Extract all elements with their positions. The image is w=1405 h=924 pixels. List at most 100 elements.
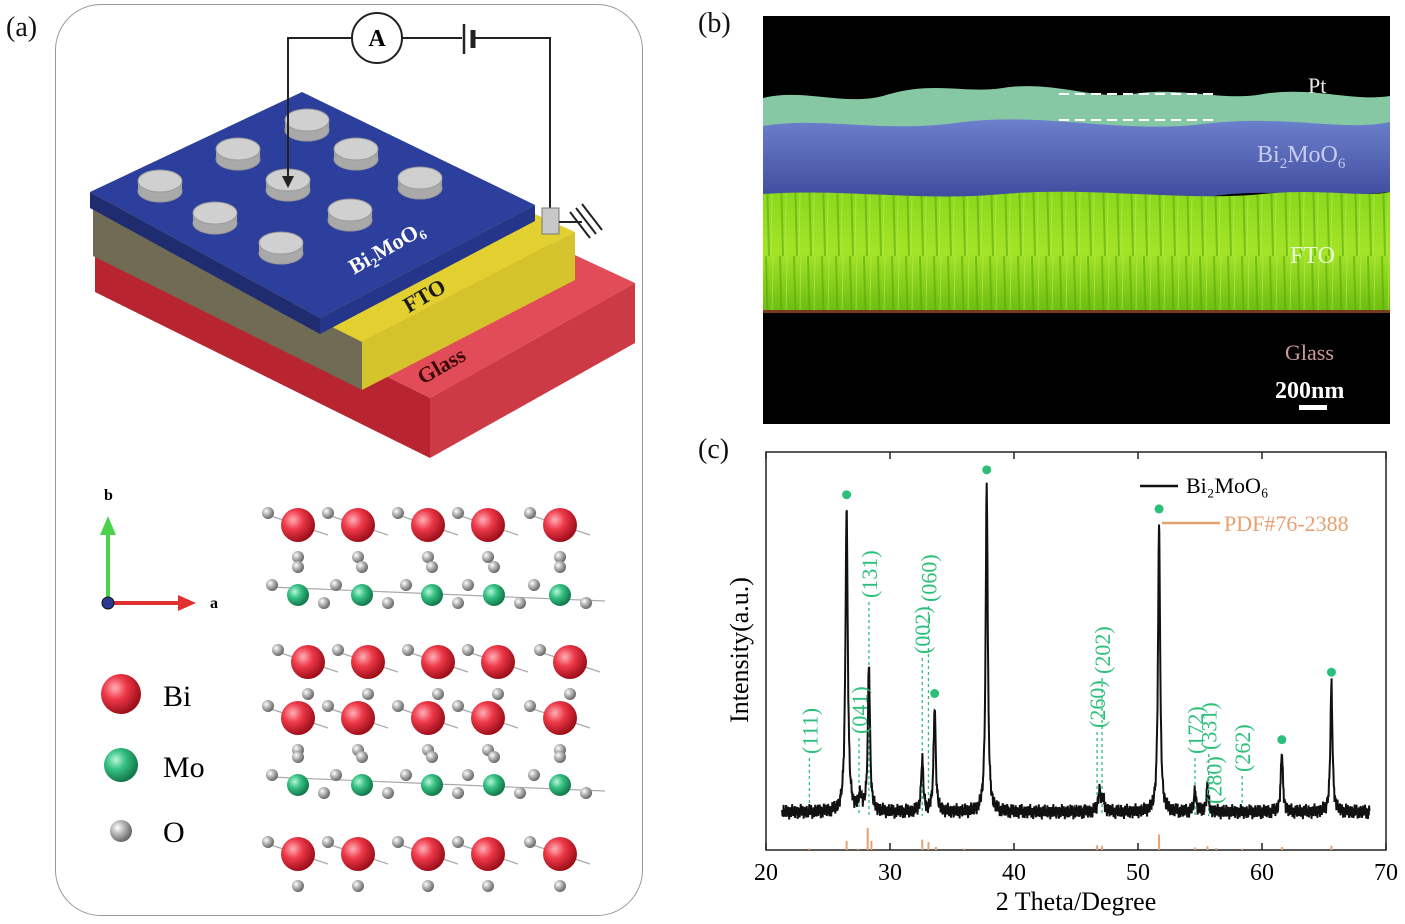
hkl-label: (172) bbox=[1183, 706, 1208, 754]
o-atom bbox=[462, 579, 474, 591]
o-atom bbox=[272, 644, 284, 656]
bi-atom bbox=[471, 837, 505, 871]
o-atom bbox=[580, 597, 592, 609]
hkl-label: (280) bbox=[1202, 756, 1227, 804]
bimoo-side bbox=[320, 205, 535, 334]
bi-atom bbox=[341, 837, 375, 871]
o-atom bbox=[488, 561, 500, 573]
o-atom bbox=[452, 507, 464, 519]
o-atom-icon bbox=[110, 820, 132, 842]
o-atom bbox=[382, 597, 394, 609]
o-atom bbox=[524, 700, 536, 712]
hkl-annotations: (111)(041)(131)(002)(060)(260)(202)(172)… bbox=[797, 550, 1255, 804]
x-tick-label: 40 bbox=[1002, 860, 1026, 886]
o-atom bbox=[554, 561, 566, 573]
bi-atom bbox=[281, 837, 315, 871]
o-atom bbox=[488, 751, 500, 763]
o-atom bbox=[534, 644, 546, 656]
o-atom bbox=[432, 688, 444, 700]
fto-front bbox=[93, 208, 362, 390]
peak-dot bbox=[1154, 504, 1164, 514]
mo-atom bbox=[549, 584, 571, 606]
bi-atom bbox=[411, 701, 445, 735]
sem-glass-label: Glass bbox=[1285, 340, 1334, 365]
peak-dot bbox=[982, 465, 992, 475]
o-atom bbox=[554, 751, 566, 763]
bi-atom bbox=[281, 508, 315, 542]
probe-arrow bbox=[282, 176, 294, 188]
o-atom bbox=[400, 579, 412, 591]
o-atom bbox=[452, 836, 464, 848]
o-atom bbox=[426, 561, 438, 573]
o-atom bbox=[392, 836, 404, 848]
x-tick-label: 30 bbox=[878, 860, 902, 886]
bimoo-front bbox=[90, 192, 320, 334]
o-atom bbox=[462, 769, 474, 781]
o-atom bbox=[322, 836, 334, 848]
bi-atom bbox=[291, 645, 325, 679]
legend-ref-label: PDF#76-2388 bbox=[1224, 511, 1349, 536]
bi-atom bbox=[411, 508, 445, 542]
o-atom bbox=[262, 700, 274, 712]
hkl-label: (262) bbox=[1230, 724, 1255, 772]
o-atom bbox=[422, 551, 434, 563]
bi-atom bbox=[341, 701, 375, 735]
peak-dot bbox=[1326, 667, 1336, 677]
bi-atom bbox=[351, 645, 385, 679]
hkl-label: (060) bbox=[916, 554, 941, 602]
peak-markers bbox=[842, 465, 1336, 745]
sem-image: Pt Bi2MoO6 FTO Glass 200nm bbox=[763, 16, 1390, 424]
bi-atom bbox=[471, 701, 505, 735]
y-axis-label: Intensity(a.u.) bbox=[725, 577, 754, 723]
device-schematic-panel bbox=[55, 4, 643, 916]
o-atom bbox=[356, 561, 368, 573]
mo-atom bbox=[287, 584, 309, 606]
hkl-label: (202) bbox=[1090, 626, 1115, 674]
o-atom bbox=[352, 880, 364, 892]
bi-atom bbox=[553, 645, 587, 679]
o-atom bbox=[492, 688, 504, 700]
o-atom bbox=[528, 579, 540, 591]
glass-side bbox=[430, 283, 635, 458]
ground-icon bbox=[559, 203, 603, 239]
electrode-pads bbox=[137, 108, 443, 265]
o-atom bbox=[524, 836, 536, 848]
o-atom bbox=[292, 880, 304, 892]
hkl-label: (331) bbox=[1197, 702, 1222, 750]
a-axis-arrow-icon bbox=[178, 595, 196, 611]
x-tick-label: 20 bbox=[754, 860, 778, 886]
bimoo-film bbox=[763, 119, 1390, 202]
o-atom bbox=[452, 597, 464, 609]
o-atom bbox=[514, 787, 526, 799]
x-tick-label: 70 bbox=[1374, 860, 1398, 886]
o-atom bbox=[266, 579, 278, 591]
panel-label-a: (a) bbox=[6, 12, 38, 43]
o-atom bbox=[330, 769, 342, 781]
o-atom bbox=[332, 644, 344, 656]
fto-side bbox=[362, 232, 575, 390]
o-atom bbox=[318, 787, 330, 799]
contact-clip bbox=[541, 207, 560, 235]
b-axis-arrow-icon bbox=[100, 516, 116, 535]
peak-dot bbox=[842, 490, 852, 500]
fto-texture bbox=[763, 191, 1390, 312]
peak-dot bbox=[1277, 735, 1287, 745]
o-atom bbox=[262, 507, 274, 519]
o-atom bbox=[330, 579, 342, 591]
o-atom bbox=[452, 700, 464, 712]
mo-atom bbox=[483, 774, 505, 796]
o-atom bbox=[362, 688, 374, 700]
o-atom bbox=[322, 507, 334, 519]
scale-bar bbox=[1299, 405, 1327, 410]
o-atom bbox=[292, 551, 304, 563]
legend-o-label: O bbox=[163, 816, 185, 849]
sem-scale-label: 200nm bbox=[1275, 378, 1344, 404]
o-atom bbox=[262, 836, 274, 848]
bi-atom bbox=[481, 645, 515, 679]
annotation-lines bbox=[808, 602, 1243, 816]
circuit-wires bbox=[287, 37, 551, 208]
panel-label-c: (c) bbox=[698, 434, 730, 465]
mo-atom bbox=[287, 774, 309, 796]
